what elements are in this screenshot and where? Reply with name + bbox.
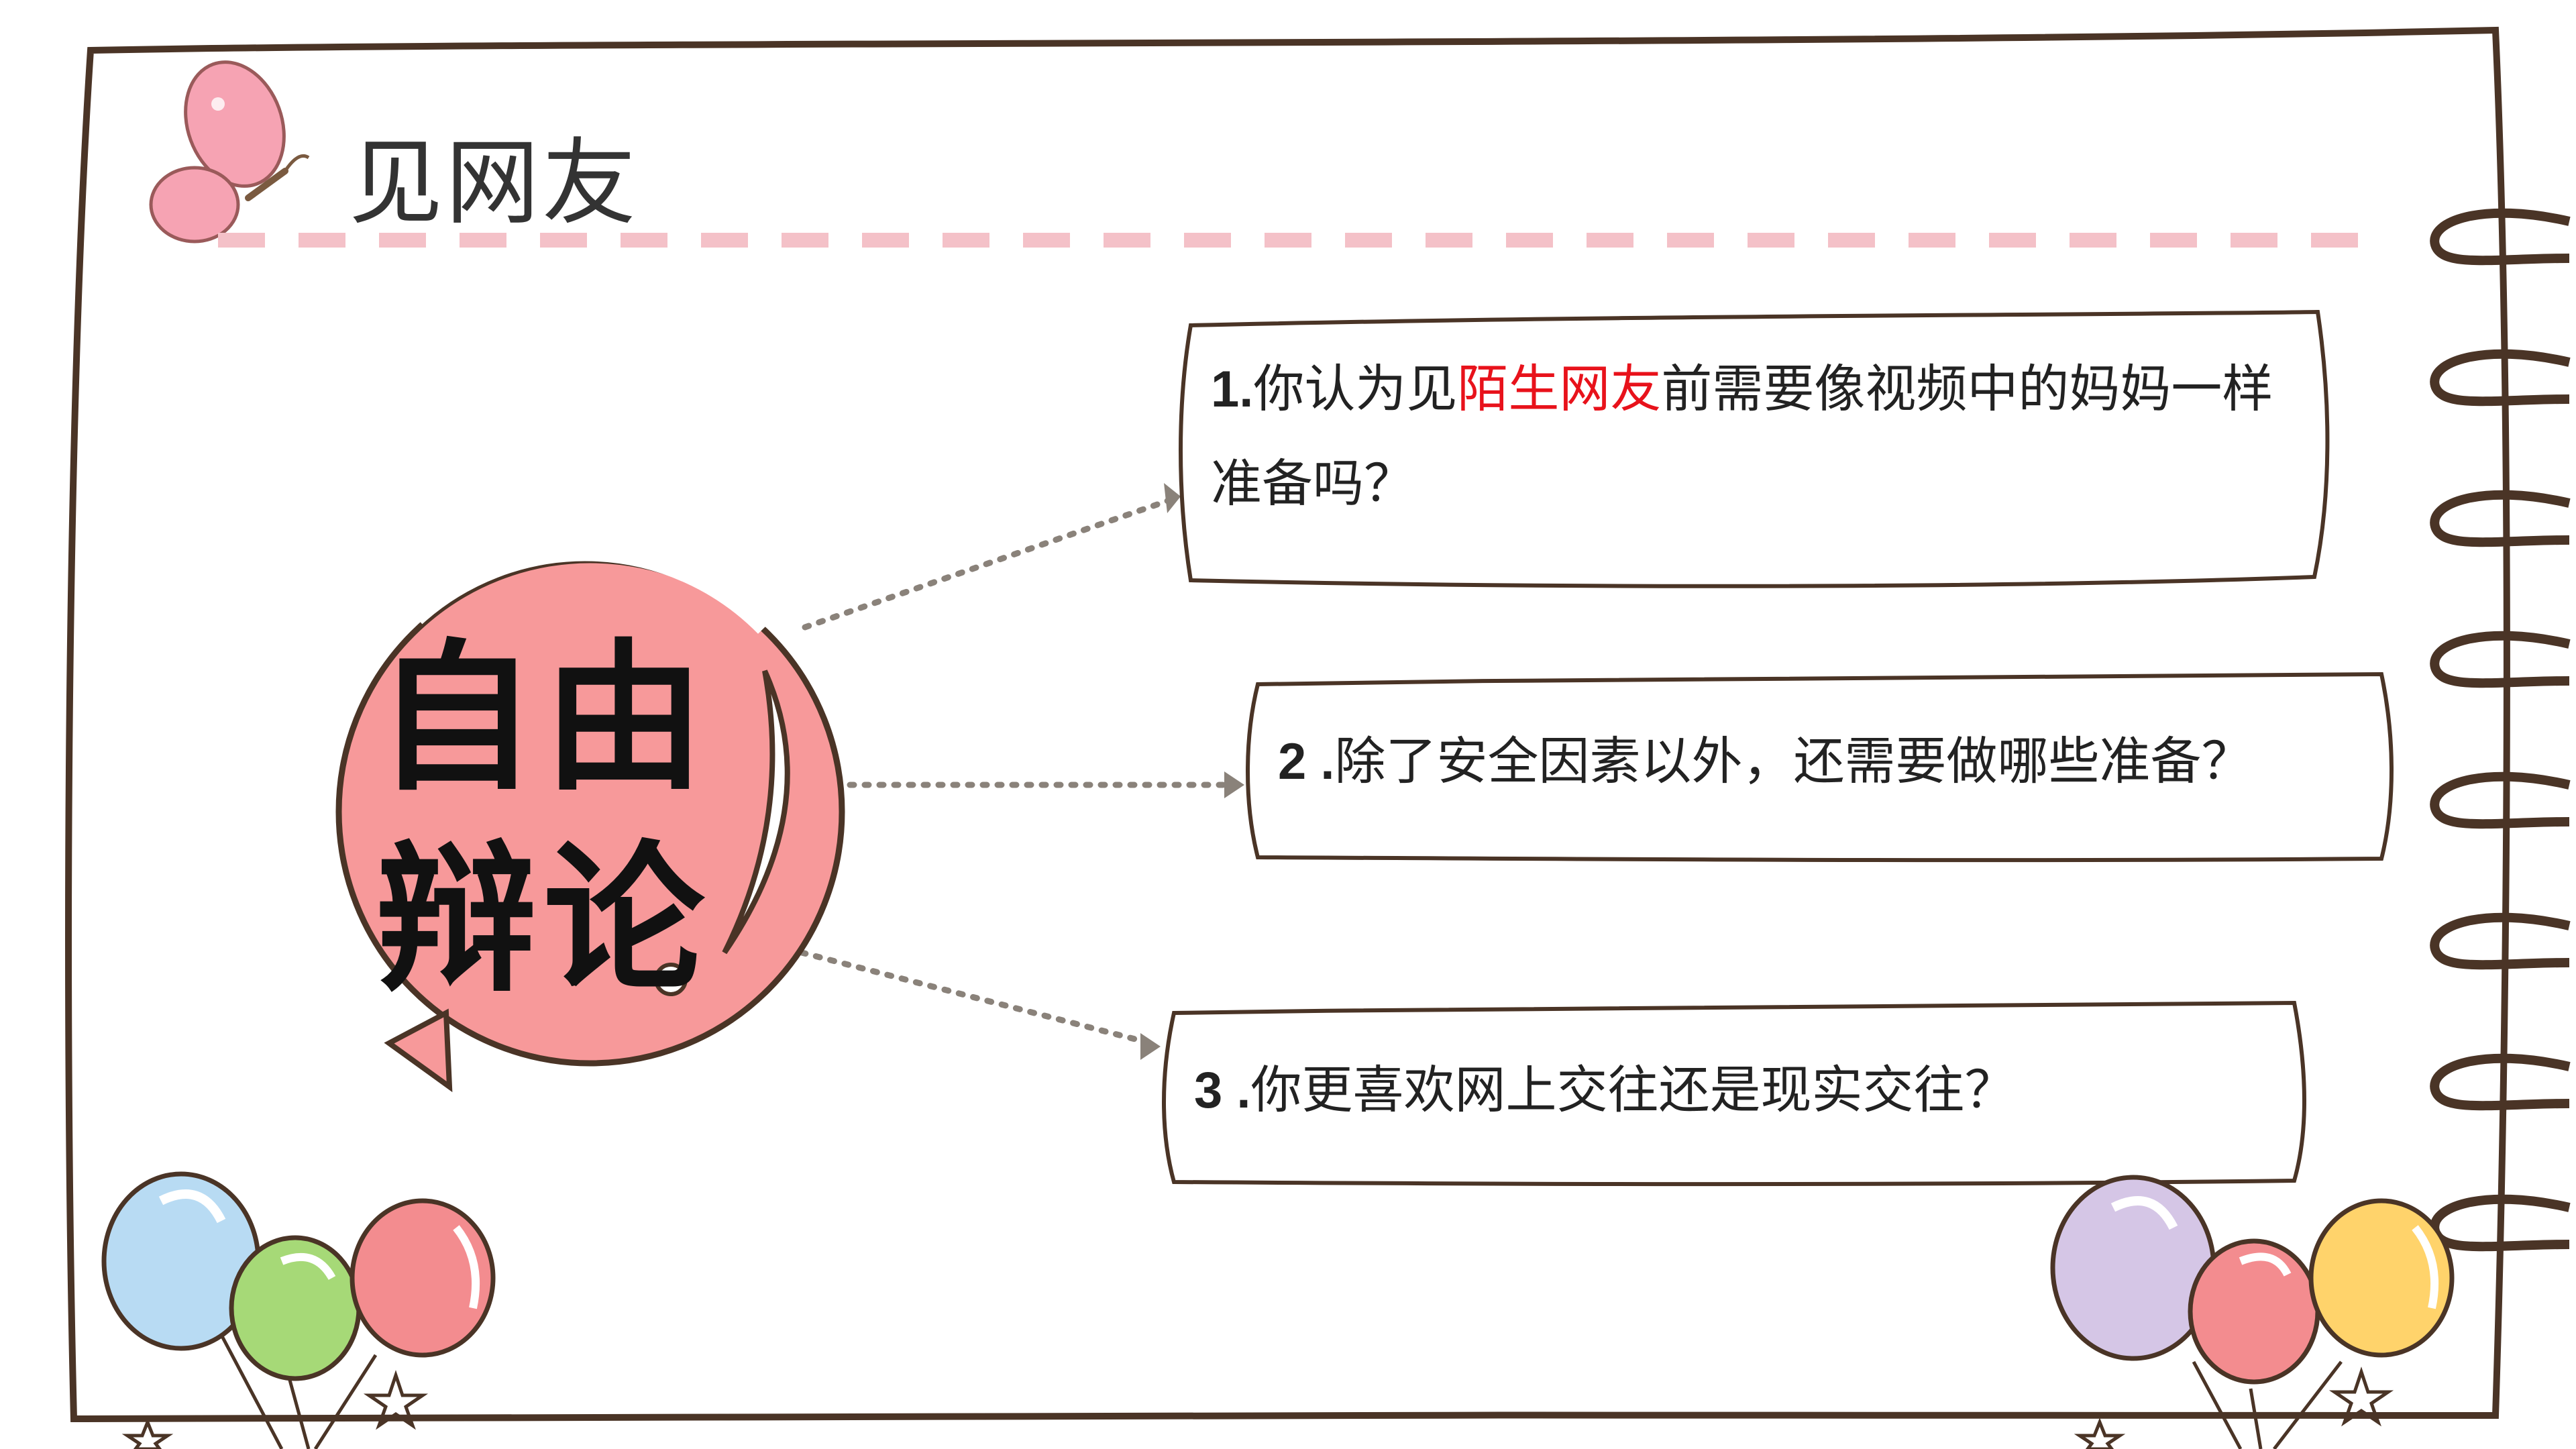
balloon-icon — [101, 1171, 496, 1449]
question-2-number: 2 . — [1278, 733, 1335, 790]
question-1-text-pre: 你认为见 — [1253, 359, 1458, 419]
star-icon — [121, 1370, 429, 1449]
question-2-text: 除了安全因素以外，还需要做哪些准备？ — [1334, 731, 2253, 791]
question-3-number: 3 . — [1194, 1062, 1251, 1119]
star-icon — [2074, 1366, 2394, 1449]
question-1-number: 1. — [1211, 361, 1254, 418]
question-box-3 — [1162, 1000, 2306, 1187]
question-2: 2 .除了安全因素以外，还需要做哪些准备？ — [1278, 714, 2418, 809]
center-topic-line-1: 自由 — [376, 623, 712, 812]
question-1: 1.你认为见陌生网友前需要像视频中的妈妈一样准备吗？ — [1211, 342, 2284, 531]
question-3: 3 .你更喜欢网上交往还是现实交往？ — [1194, 1043, 2267, 1138]
question-3-text: 你更喜欢网上交往还是现实交往？ — [1250, 1060, 2016, 1120]
balloon-icon — [2050, 1175, 2455, 1449]
center-topic: 自由 辩论 — [376, 617, 751, 1020]
connectors — [798, 496, 1234, 1046]
question-box-2 — [1246, 672, 2394, 863]
balloon-icon — [335, 542, 845, 1093]
center-topic-line-2: 辩论 — [376, 824, 712, 1014]
page-title: 见网友 — [349, 129, 639, 238]
question-1-highlight: 陌生网友 — [1457, 359, 1662, 419]
question-1-text-post: 前需要像视频中的妈妈一样准备吗？ — [1211, 359, 2273, 513]
question-box-1 — [1179, 309, 2330, 588]
butterfly-icon — [149, 60, 310, 244]
